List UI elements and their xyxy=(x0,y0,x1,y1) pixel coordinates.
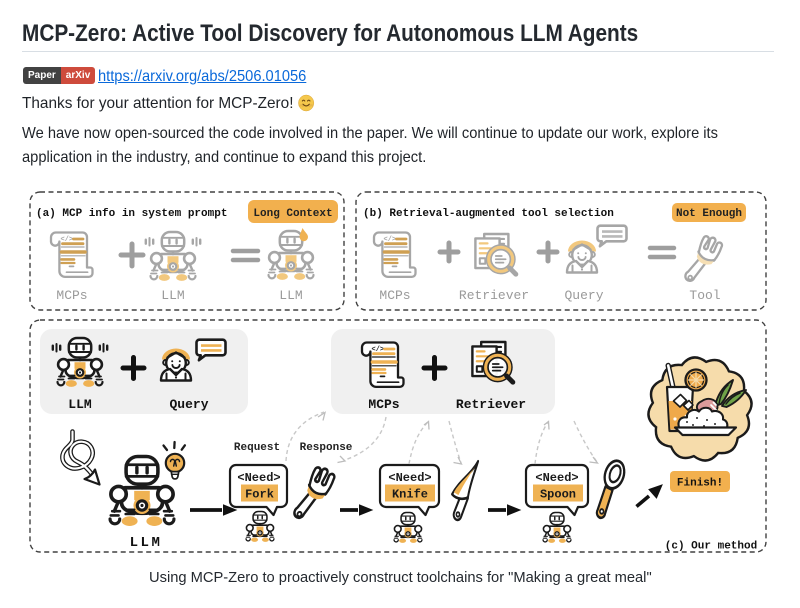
svg-text:LLM: LLM xyxy=(161,288,184,303)
svg-text:Long Context: Long Context xyxy=(253,208,332,220)
svg-text:MCPs: MCPs xyxy=(56,288,87,303)
svg-text:Knife: Knife xyxy=(392,488,428,502)
svg-text:Query: Query xyxy=(564,288,603,303)
svg-text:Fork: Fork xyxy=(245,488,274,502)
svg-text:Retriever: Retriever xyxy=(456,397,526,412)
svg-text:Finish!: Finish! xyxy=(677,478,723,490)
svg-text:MCPs: MCPs xyxy=(379,288,410,303)
svg-text:MCPs: MCPs xyxy=(368,397,399,412)
svg-text:Retriever: Retriever xyxy=(459,288,529,303)
svg-text:Spoon: Spoon xyxy=(540,488,576,502)
svg-text:<Need>: <Need> xyxy=(535,471,578,485)
svg-text:Not Enough: Not Enough xyxy=(676,208,742,220)
svg-text:<Need>: <Need> xyxy=(388,471,431,485)
svg-text:Tool: Tool xyxy=(689,288,720,303)
svg-text:(a) MCP info in system prompt: (a) MCP info in system prompt xyxy=(36,208,227,220)
svg-text:(b) Retrieval-augmented tool s: (b) Retrieval-augmented tool selection xyxy=(363,208,614,220)
svg-text:LLM: LLM xyxy=(130,535,163,551)
svg-text:Request: Request xyxy=(234,442,280,454)
svg-text:LLM: LLM xyxy=(279,288,302,303)
svg-text:Response: Response xyxy=(300,442,353,454)
svg-text:Query: Query xyxy=(169,397,208,412)
svg-text:(c) Our method: (c) Our method xyxy=(665,541,757,553)
svg-text:LLM: LLM xyxy=(68,397,92,412)
svg-text:<Need>: <Need> xyxy=(237,471,280,485)
